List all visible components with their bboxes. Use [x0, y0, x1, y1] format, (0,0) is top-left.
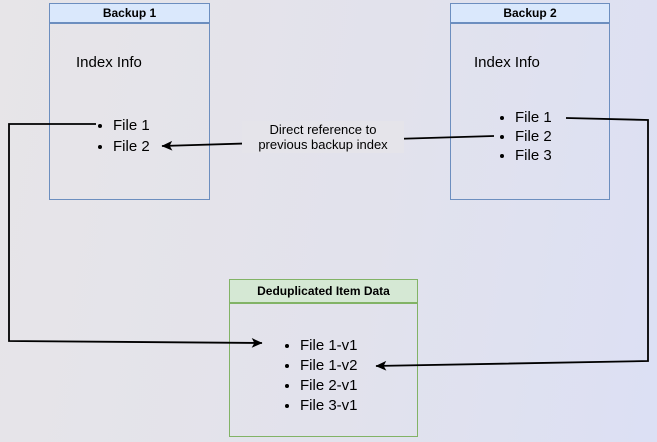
- list-item: File 2-v1: [300, 376, 358, 396]
- backup1-box: Backup 1 Index Info File 1 File 2: [49, 3, 210, 200]
- dedup-file-list: File 1-v1 File 1-v2 File 2-v1 File 3-v1: [230, 336, 358, 416]
- direct-reference-label-line1: Direct reference to: [269, 122, 377, 137]
- direct-reference-label: Direct reference to previous backup inde…: [242, 121, 404, 153]
- list-item: File 3: [515, 146, 552, 165]
- list-item: File 3-v1: [300, 396, 358, 416]
- dedup-body: File 1-v1 File 1-v2 File 2-v1 File 3-v1: [229, 303, 418, 437]
- dedup-title: Deduplicated Item Data: [229, 279, 418, 303]
- backup1-body: Index Info File 1 File 2: [49, 23, 210, 200]
- list-item: File 1: [515, 108, 552, 127]
- backup1-file-list: File 1 File 2: [50, 115, 150, 157]
- backup2-body: Index Info File 1 File 2 File 3: [450, 23, 610, 200]
- list-item: File 1-v1: [300, 336, 358, 356]
- backup2-box: Backup 2 Index Info File 1 File 2 File 3: [450, 3, 610, 200]
- backup1-title: Backup 1: [49, 3, 210, 23]
- backup2-title: Backup 2: [450, 3, 610, 23]
- backup2-file-list: File 1 File 2 File 3: [451, 108, 552, 165]
- list-item: File 2: [113, 136, 150, 157]
- deduplicated-item-data-box: Deduplicated Item Data File 1-v1 File 1-…: [229, 279, 418, 437]
- backup1-index-info-label: Index Info: [76, 54, 142, 71]
- list-item: File 2: [515, 127, 552, 146]
- direct-reference-label-line2: previous backup index: [258, 137, 388, 152]
- list-item: File 1: [113, 115, 150, 136]
- backup2-index-info-label: Index Info: [474, 54, 540, 71]
- list-item: File 1-v2: [300, 356, 358, 376]
